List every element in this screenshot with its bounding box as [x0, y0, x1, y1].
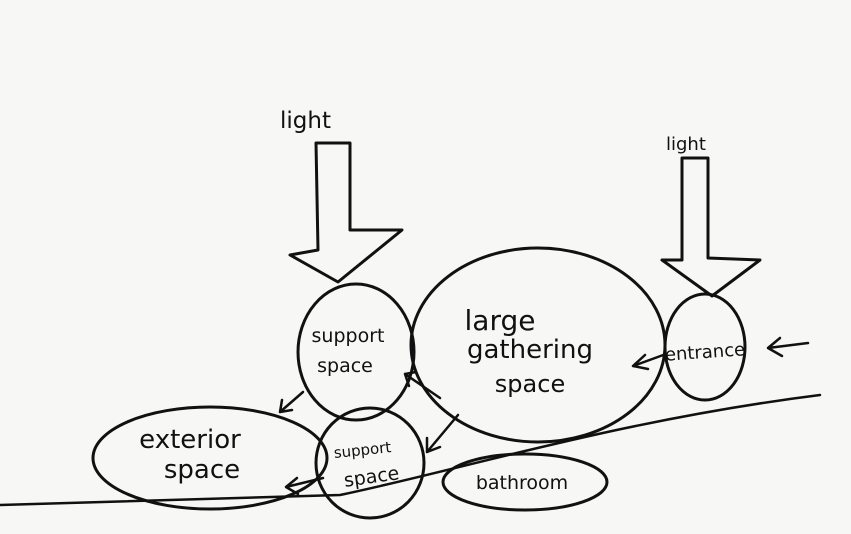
bathroom-label: bathroom — [476, 472, 568, 494]
arrow-gathering-to-lower-support — [425, 413, 460, 454]
support-space-upper-label-line1: support — [312, 325, 385, 347]
arrow-gathering-to-upper-support — [403, 370, 442, 400]
arrow-lower-support-to-exterior — [284, 476, 325, 496]
ground-line — [0, 393, 822, 507]
arrow-into-entrance — [766, 336, 810, 358]
exterior-space-bubble — [91, 405, 329, 511]
large-gathering-label-line2: gathering — [467, 335, 593, 365]
arrow-upper-support-to-exterior — [278, 390, 305, 414]
large-gathering-bubble — [409, 246, 667, 444]
bathroom-bubble — [441, 452, 609, 512]
entrance-label: entrance — [664, 339, 746, 366]
arrow-entrance-to-gathering — [631, 352, 668, 371]
support-space-lower-label-line2: space — [342, 462, 400, 492]
support-space-lower-bubble — [314, 406, 426, 520]
light-label-right: light — [666, 134, 706, 155]
large-gathering-label-line1: large — [465, 304, 536, 337]
support-space-upper-label-line2: space — [317, 355, 373, 377]
light-arrow-left — [288, 141, 404, 284]
light-label-left: light — [280, 108, 331, 134]
support-space-upper-bubble — [296, 282, 416, 422]
light-arrow-right — [660, 156, 762, 298]
support-space-lower-label-line1: support — [333, 438, 392, 462]
exterior-space-label-line1: exterior — [139, 425, 241, 455]
large-gathering-label-line3: space — [495, 370, 565, 398]
exterior-space-label-line2: space — [164, 455, 240, 485]
